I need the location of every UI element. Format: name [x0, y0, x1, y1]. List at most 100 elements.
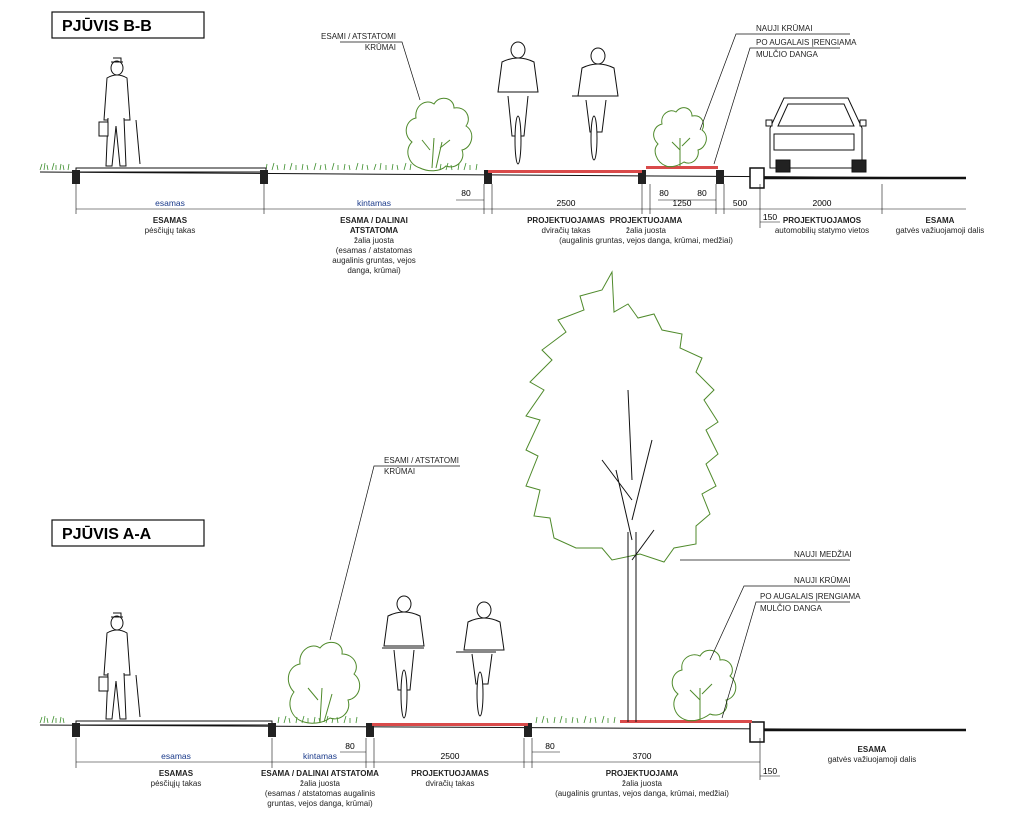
svg-text:MULČIO DANGA: MULČIO DANGA: [756, 50, 818, 59]
pedestrian-figure: [98, 612, 141, 720]
curb: [366, 723, 374, 737]
dim-3700: 3700: [633, 751, 652, 761]
svg-text:ESAMA: ESAMA: [926, 216, 955, 225]
svg-text:NAUJI KRŪMAI: NAUJI KRŪMAI: [794, 576, 850, 585]
svg-text:žalia juosta: žalia juosta: [300, 779, 341, 788]
svg-text:pėsčiųjų takas: pėsčiųjų takas: [145, 226, 196, 235]
curb: [72, 170, 80, 184]
svg-text:KRŪMAI: KRŪMAI: [384, 467, 415, 476]
section-title: PJŪVIS B-B: [62, 16, 152, 35]
dim-80: 80: [659, 188, 669, 198]
svg-text:gruntas, vejos danga, krūmai): gruntas, vejos danga, krūmai): [267, 799, 373, 808]
svg-text:PROJEKTUOJAMOS: PROJEKTUOJAMOS: [783, 216, 862, 225]
svg-text:PROJEKTUOJAMAS: PROJEKTUOJAMAS: [527, 216, 605, 225]
dim-500: 500: [733, 198, 747, 208]
existing-shrub: [405, 97, 473, 172]
dim-150: 150: [763, 212, 777, 222]
mulch-strip: [620, 720, 752, 723]
svg-text:automobilių statymo vietos: automobilių statymo vietos: [775, 226, 869, 235]
svg-text:KRŪMAI: KRŪMAI: [365, 43, 396, 52]
road-curb: [749, 167, 765, 189]
svg-text:ESAMAS: ESAMAS: [159, 769, 194, 778]
zone-label: PROJEKTUOJAMAS dviračių takas: [527, 216, 605, 235]
sidewalk-slab: [75, 167, 267, 173]
dim-150: 150: [763, 766, 777, 776]
zone-label: PROJEKTUOJAMA žalia juosta (augalinis gr…: [559, 216, 733, 245]
road-curb: [749, 721, 765, 743]
cyclist-figure: [456, 601, 505, 717]
svg-text:ESAMI / ATSTATOMI: ESAMI / ATSTATOMI: [384, 456, 459, 465]
new-tree: [525, 270, 719, 563]
section-a-a: PJŪVIS A-A: [39, 270, 967, 808]
svg-text:PROJEKTUOJAMAS: PROJEKTUOJAMAS: [411, 769, 489, 778]
dim-variable: kintamas: [357, 198, 391, 208]
cyclist-figure: [382, 595, 425, 719]
dim-80: 80: [345, 741, 355, 751]
svg-text:žalia juosta: žalia juosta: [354, 236, 395, 245]
svg-text:dviračių takas: dviračių takas: [426, 779, 475, 788]
section-b-b: PJŪVIS B-B: [39, 11, 985, 275]
mulch-strip: [646, 166, 718, 169]
svg-text:MULČIO DANGA: MULČIO DANGA: [760, 604, 822, 613]
new-shrub: [653, 107, 707, 168]
svg-text:(esamas / atstatomas: (esamas / atstatomas: [336, 246, 412, 255]
svg-text:dviračių takas: dviračių takas: [542, 226, 591, 235]
section-title: PJŪVIS A-A: [62, 524, 152, 543]
zone-label: ESAMA / DALINAI ATSTATOMA žalia juosta (…: [261, 769, 379, 808]
zone-label: PROJEKTUOJAMAS dviračių takas: [411, 769, 489, 788]
svg-text:ESAMA: ESAMA: [858, 745, 887, 754]
grass-strip: [39, 715, 616, 724]
zone-label: ESAMA gatvės važiuojamoji dalis: [828, 745, 917, 764]
svg-text:gatvės važiuojamoji dalis: gatvės važiuojamoji dalis: [896, 226, 985, 235]
callout-mulch: PO AUGALAIS ĮRENGIAMA MULČIO DANGA: [713, 38, 857, 165]
car-figure: [765, 97, 867, 173]
dim-existing: esamas: [155, 198, 185, 208]
callout-mulch: PO AUGALAIS ĮRENGIAMA MULČIO DANGA: [721, 592, 861, 719]
svg-text:ATSTATOMA: ATSTATOMA: [350, 226, 399, 235]
zone-label: ESAMA gatvės važiuojamoji dalis: [896, 216, 985, 235]
grass-strip: [39, 162, 478, 171]
svg-text:žalia juosta: žalia juosta: [626, 226, 667, 235]
dimension-lines: [75, 184, 966, 228]
callout-existing-shrubs: ESAMI / ATSTATOMI KRŪMAI: [321, 32, 421, 101]
svg-text:PO AUGALAIS ĮRENGIAMA: PO AUGALAIS ĮRENGIAMA: [756, 38, 857, 47]
curb: [260, 170, 268, 184]
svg-text:PO AUGALAIS ĮRENGIAMA: PO AUGALAIS ĮRENGIAMA: [760, 592, 861, 601]
curb: [638, 170, 646, 184]
dim-existing: esamas: [161, 751, 191, 761]
svg-text:(esamas / atstatomas augalinis: (esamas / atstatomas augalinis: [265, 789, 375, 798]
svg-text:PROJEKTUOJAMA: PROJEKTUOJAMA: [610, 216, 683, 225]
curb: [716, 170, 724, 184]
curb: [524, 723, 532, 737]
zone-label: ESAMAS pėsčiųjų takas: [145, 216, 196, 235]
section-title-box: [51, 519, 205, 547]
cyclist-figure: [572, 47, 619, 161]
callout-new-shrubs: NAUJI KRŪMAI: [709, 576, 850, 661]
section-title-box: [51, 11, 205, 39]
dim-2000: 2000: [813, 198, 832, 208]
svg-text:(augalinis gruntas, vejos dang: (augalinis gruntas, vejos danga, krūmai,…: [559, 236, 733, 245]
svg-text:žalia juosta: žalia juosta: [622, 779, 663, 788]
zone-label: ESAMAS pėsčiųjų takas: [151, 769, 202, 788]
svg-text:gatvės važiuojamoji dalis: gatvės važiuojamoji dalis: [828, 755, 917, 764]
svg-text:ESAMAS: ESAMAS: [153, 216, 188, 225]
svg-text:pėsčiųjų takas: pėsčiųjų takas: [151, 779, 202, 788]
bike-lane: [488, 170, 642, 173]
callout-new-trees: NAUJI MEDŽIAI: [680, 550, 852, 561]
existing-shrub: [287, 641, 361, 724]
dim-variable: kintamas: [303, 751, 337, 761]
curb: [72, 723, 80, 737]
zone-label: PROJEKTUOJAMA žalia juosta (augalinis gr…: [555, 769, 729, 798]
dim-2500: 2500: [441, 751, 460, 761]
svg-text:NAUJI MEDŽIAI: NAUJI MEDŽIAI: [794, 550, 852, 559]
svg-text:NAUJI KRŪMAI: NAUJI KRŪMAI: [756, 24, 812, 33]
curb: [484, 170, 492, 184]
dim-80: 80: [545, 741, 555, 751]
dimension-lines: [75, 738, 780, 780]
dim-1250: 1250: [673, 198, 692, 208]
tree-trunk: [601, 389, 655, 722]
curb: [268, 723, 276, 737]
svg-text:augalinis gruntas, vejos: augalinis gruntas, vejos: [332, 256, 416, 265]
callout-new-shrubs: NAUJI KRŪMAI: [699, 24, 850, 131]
